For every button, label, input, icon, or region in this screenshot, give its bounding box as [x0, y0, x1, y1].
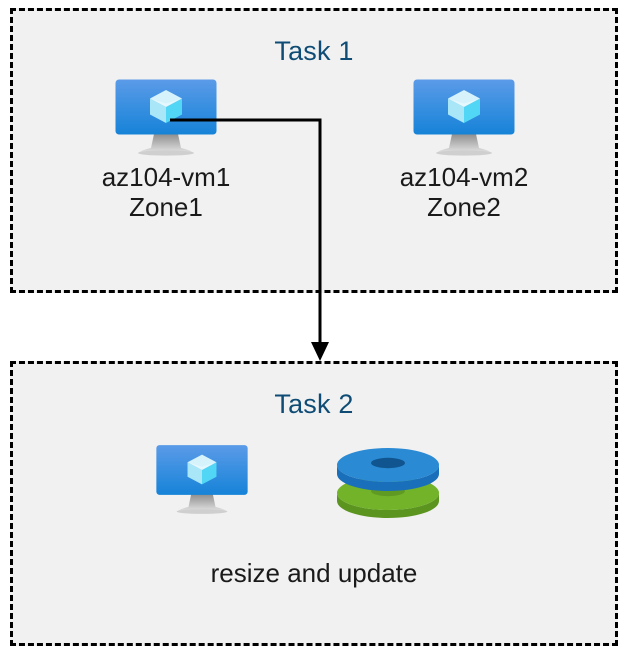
virtual-machine-icon: [115, 79, 217, 156]
virtual-machine-icon: [156, 445, 248, 514]
task-2-container: Task 2: [10, 361, 618, 646]
disks-node-task2[interactable]: [333, 443, 443, 530]
connector-arrowhead: [311, 342, 329, 361]
blue-disk: [337, 448, 439, 491]
vm-node-az104-vm2[interactable]: az104-vm2 Zone2: [364, 78, 564, 222]
virtual-machine-icon: [413, 79, 515, 156]
task-1-title: Task 1: [274, 36, 354, 66]
disks-icon: [337, 448, 439, 518]
vm-node-label: az104-vm2 Zone2: [399, 162, 529, 222]
task-2-caption: resize and update: [210, 558, 418, 588]
vm-node-az104-vm1[interactable]: az104-vm1 Zone1: [66, 78, 266, 222]
vm-node-task2[interactable]: [155, 443, 249, 515]
vm-node-label: az104-vm1 Zone1: [101, 162, 231, 222]
task-2-title: Task 2: [274, 389, 354, 419]
